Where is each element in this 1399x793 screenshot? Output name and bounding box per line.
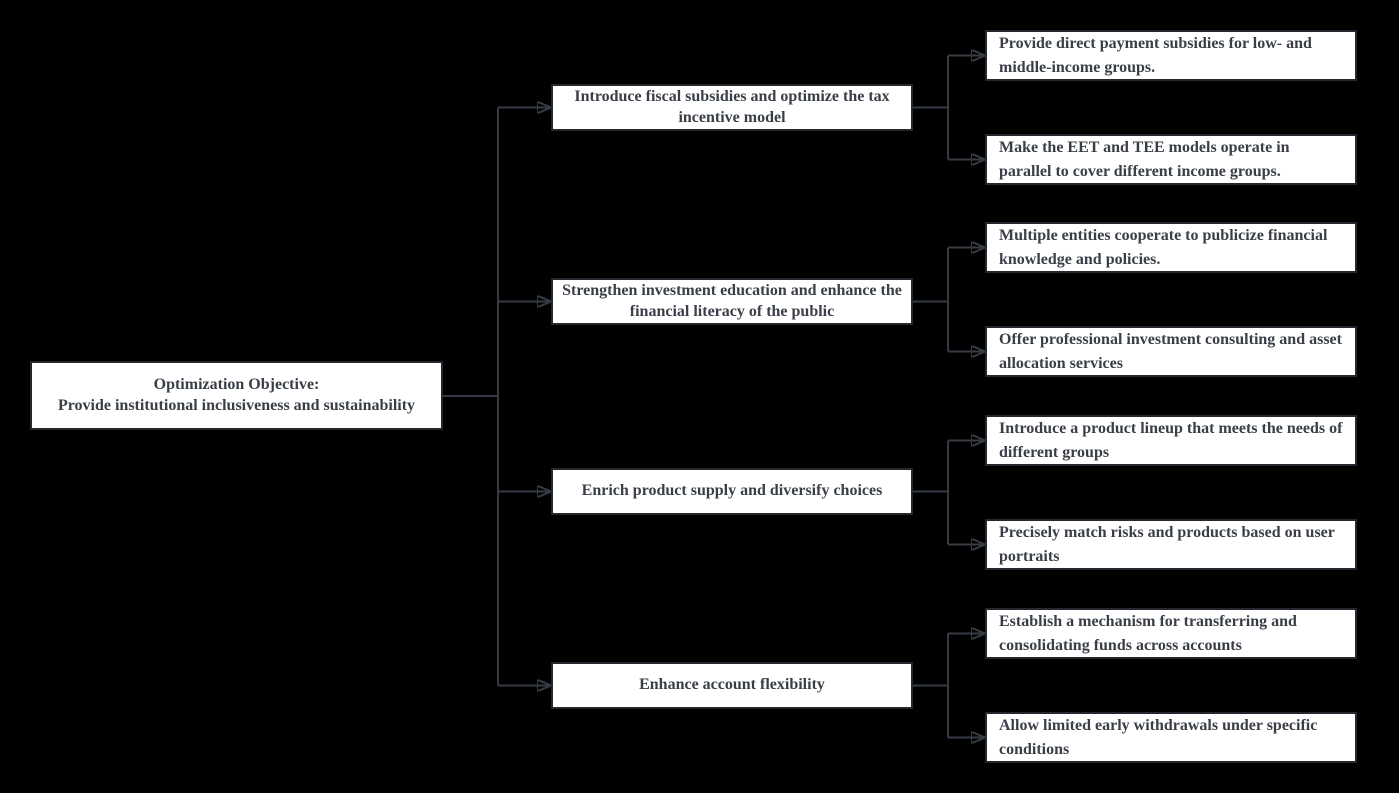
connector-b3-stub — [913, 440, 949, 545]
connector-b4-stub — [913, 633, 949, 738]
leaf-node-investment-consulting: Offer professional investment consulting… — [985, 326, 1357, 377]
branch-node-product-supply: Enrich product supply and diversify choi… — [551, 468, 913, 515]
leaf-node-eet-tee-models: Make the EET and TEE models operate in p… — [985, 134, 1357, 185]
leaf-node-direct-payment-subsidies: Provide direct payment subsidies for low… — [985, 30, 1357, 81]
connector-b2-stub — [913, 247, 949, 352]
branch-node-account-flexibility: Enhance account flexibility — [551, 662, 913, 709]
branch-node-fiscal-subsidies: Introduce fiscal subsidies and optimize … — [551, 84, 913, 131]
leaf-node-match-risks-products: Precisely match risks and products based… — [985, 519, 1357, 570]
root-node-optimization-objective: Optimization Objective: Provide institut… — [30, 361, 443, 430]
leaf-node-fund-transfer-mechanism: Establish a mechanism for transferring a… — [985, 608, 1357, 659]
leaf-node-product-lineup: Introduce a product lineup that meets th… — [985, 415, 1357, 466]
leaf-node-publicize-financial-knowledge: Multiple entities cooperate to publicize… — [985, 222, 1357, 273]
leaf-node-early-withdrawals: Allow limited early withdrawals under sp… — [985, 712, 1357, 763]
connector-b1-stub — [913, 55, 949, 160]
branch-node-investment-education: Strengthen investment education and enha… — [551, 278, 913, 325]
